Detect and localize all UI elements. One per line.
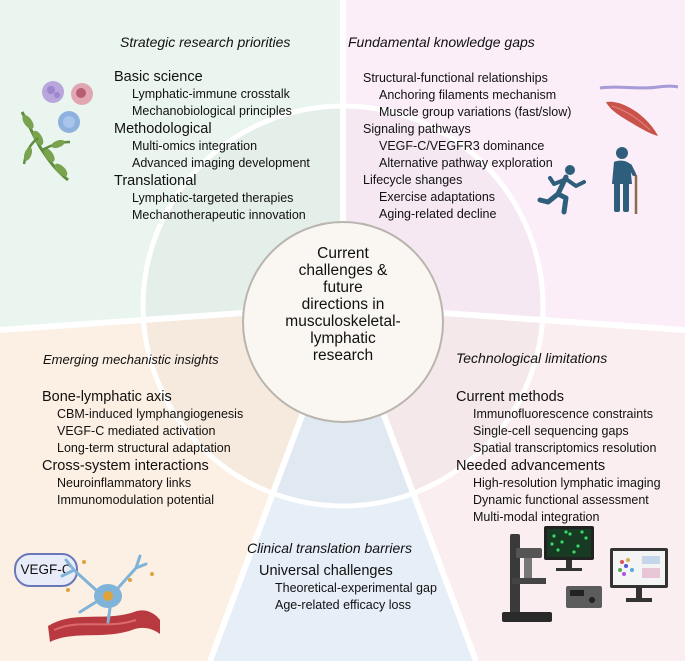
- list-item: Age-related efficacy loss: [275, 598, 411, 612]
- list-item: Aging-related decline: [379, 207, 497, 221]
- group-heading: Cross-system interactions: [42, 458, 209, 474]
- list-item: Immunomodulation potential: [57, 493, 215, 507]
- center-line: research: [312, 347, 374, 364]
- center-circle: [242, 221, 444, 423]
- list-item: Immunofluorescence constraints: [473, 407, 653, 421]
- technological-title: Technological limitations: [456, 350, 608, 366]
- group-heading: Translational: [114, 173, 197, 189]
- vegf-c-badge: VEGF-C: [14, 553, 78, 587]
- list-item: Neuroinflammatory links: [57, 476, 192, 490]
- center-line: musculoskeletal-: [285, 313, 401, 330]
- sector-technological: [343, 306, 685, 661]
- list-item: Alternative pathway exploration: [379, 156, 553, 170]
- sector-strategic: [0, 0, 343, 330]
- group-heading: Basic science: [114, 69, 203, 85]
- group-heading: Bone-lymphatic axis: [42, 389, 172, 405]
- elderly-person-icon: [612, 147, 638, 214]
- list-item: Long-term structural adaptation: [57, 441, 231, 455]
- group-heading: Structural-functional relationships: [363, 71, 548, 85]
- center-line: challenges &: [298, 262, 388, 279]
- list-item: Theoretical-experimental gap: [275, 581, 437, 595]
- group-heading: Needed advancements: [456, 458, 606, 474]
- muscle-icon: [606, 101, 658, 136]
- microscope-icon: [502, 526, 602, 622]
- group-heading: Signaling pathways: [363, 122, 471, 136]
- fundamental-list: Structural-functional relationships Anch…: [363, 70, 571, 223]
- list-item: Muscle group variations (fast/slow): [379, 105, 572, 119]
- clinical-title: Clinical translation barriers: [247, 540, 412, 556]
- group-heading: Methodological: [114, 121, 212, 137]
- clinical-list: Universal challenges Theoretical-experim…: [259, 562, 437, 614]
- list-item: Dynamic functional assessment: [473, 493, 649, 507]
- immune-cells-icon: [42, 81, 93, 133]
- list-item: Anchoring filaments mechanism: [379, 88, 557, 102]
- emerging-title: Emerging mechanistic insights: [43, 352, 219, 367]
- list-item: VEGF-C/VEGFR3 dominance: [379, 139, 545, 153]
- center-line: directions in: [301, 296, 385, 313]
- list-item: Lymphatic-targeted therapies: [132, 191, 294, 205]
- center-line: Current: [317, 245, 369, 262]
- strategic-list: Basic science Lymphatic-immune crosstalk…: [114, 68, 310, 224]
- emerging-list: Bone-lymphatic axis CBM-induced lymphang…: [42, 388, 243, 509]
- neuron-vessel-icon: [48, 554, 160, 642]
- strategic-title: Strategic research priorities: [120, 34, 291, 50]
- sector-clinical: [210, 306, 476, 661]
- list-item: High-resolution lymphatic imaging: [473, 476, 661, 490]
- list-item: Spatial transcriptomics resolution: [473, 441, 657, 455]
- lymphatic-vessel-icon: [20, 111, 71, 182]
- group-heading: Universal challenges: [259, 563, 393, 579]
- sector-fundamental: [343, 0, 685, 330]
- center-title: Current challenges & future directions i…: [243, 245, 443, 364]
- group-heading: Current methods: [456, 389, 564, 405]
- list-item: Multi-omics integration: [132, 139, 258, 153]
- list-item: Mechanotherapeutic innovation: [132, 208, 306, 222]
- list-item: Single-cell sequencing gaps: [473, 424, 629, 438]
- list-item: CBM-induced lymphangiogenesis: [57, 407, 244, 421]
- list-item: Multi-modal integration: [473, 510, 600, 524]
- running-person-icon: [537, 165, 586, 215]
- list-item: Advanced imaging development: [132, 156, 310, 170]
- list-item: Exercise adaptations: [379, 190, 496, 204]
- fundamental-title: Fundamental knowledge gaps: [348, 34, 535, 50]
- monitor-icon: [610, 548, 668, 602]
- group-heading: Lifecycle shanges: [363, 173, 463, 187]
- technological-list: Current methods Immunofluorescence const…: [456, 388, 661, 526]
- sector-emerging: [0, 306, 343, 661]
- list-item: Lymphatic-immune crosstalk: [132, 87, 290, 101]
- list-item: Mechanobiological principles: [132, 104, 292, 118]
- muscle-fiber-icon: [599, 84, 679, 90]
- list-item: VEGF-C mediated activation: [57, 424, 216, 438]
- center-line: future: [323, 279, 363, 296]
- center-line: lymphatic: [310, 330, 376, 347]
